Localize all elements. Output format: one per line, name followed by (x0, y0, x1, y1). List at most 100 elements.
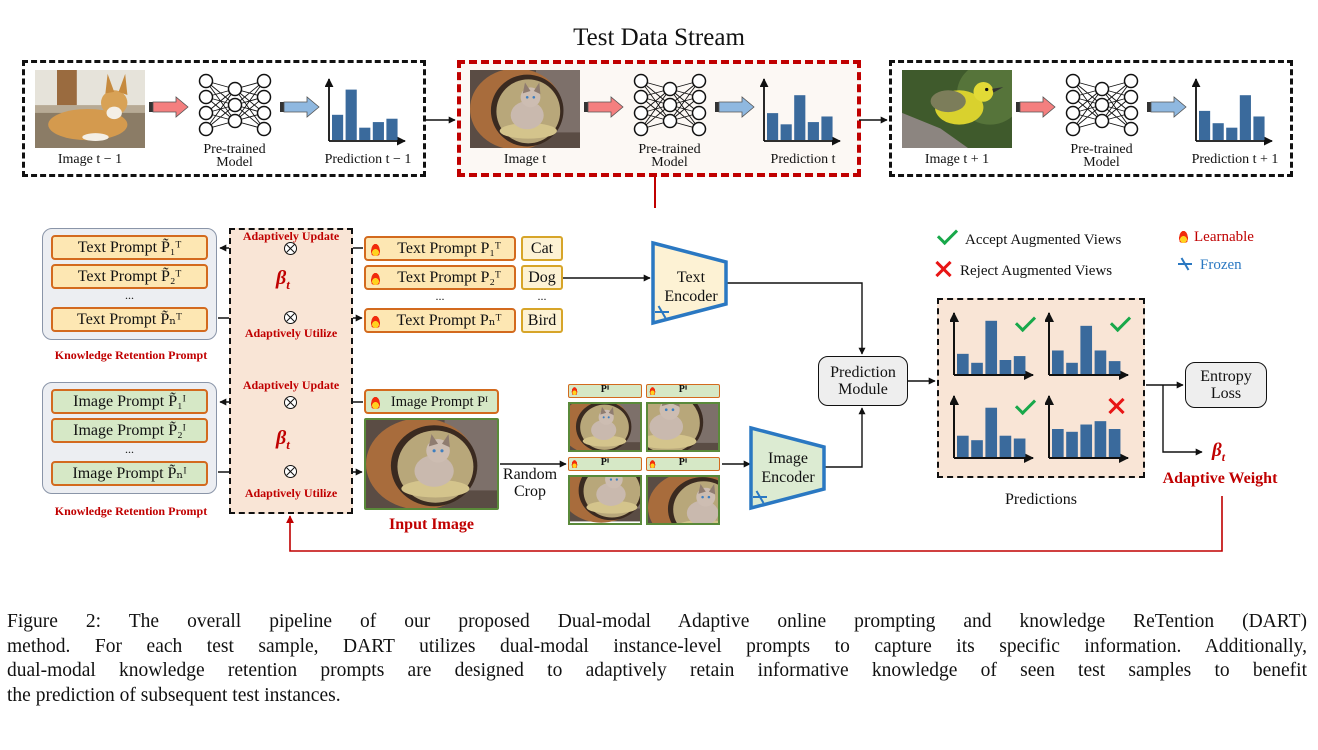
cat-photo (366, 420, 497, 508)
crop-prompt-label: Pᴵ (678, 457, 688, 468)
bar (971, 362, 983, 374)
snowflake-icon (655, 305, 669, 319)
bar (1066, 362, 1078, 374)
model-label-line2: Model (651, 155, 688, 170)
adaptive-weight-feedback (286, 496, 1223, 552)
stream-prediction-chart (760, 78, 841, 146)
legend-accept: Accept Augmented Views (934, 223, 1122, 249)
bar (821, 116, 833, 140)
text-instance-prompt-1: Text Prompt P₁ᵀ (364, 236, 516, 261)
nn-edge (640, 88, 671, 130)
nn-node (691, 105, 707, 121)
flame-icon (370, 314, 381, 328)
caption-line: dual-modal knowledge retention prompts a… (7, 660, 1307, 681)
nn-edge (1101, 80, 1132, 122)
nn-node (198, 105, 214, 121)
image-encoder-line1: Image (768, 450, 808, 467)
class-bird: Bird (521, 308, 563, 333)
nn-node (662, 97, 678, 113)
nn-node (198, 121, 214, 137)
text-instance-prompt-2-label: Text Prompt P₂ᵀ (397, 269, 501, 286)
nn-node (691, 121, 707, 137)
input-image (364, 418, 499, 510)
prediction-view-1 (950, 310, 1040, 382)
nn-node (1094, 97, 1110, 113)
nn-edge (234, 80, 265, 122)
nn-edge (669, 80, 700, 122)
cat-crop-illustration (648, 477, 718, 523)
bar (1066, 431, 1078, 457)
stream-panel-prev (22, 60, 426, 177)
beta-subscript: t (286, 437, 290, 452)
test-data-stream-title: Test Data Stream (573, 24, 745, 51)
class-cat: Cat (521, 236, 563, 261)
prediction-view-chart (1045, 395, 1129, 463)
legend-reject: Reject Augmented Views (934, 260, 1112, 280)
caption-line: the prediction of subsequent test instan… (7, 684, 341, 706)
legend-frozen-label: Frozen (1200, 257, 1242, 273)
beta-symbol: β (1212, 440, 1222, 461)
crop-prompt: Pᴵ (568, 457, 642, 471)
nn-edge (205, 88, 236, 130)
nn-node (1094, 113, 1110, 129)
nn-node (256, 73, 272, 89)
image-encoder (749, 425, 826, 511)
nn-node (1123, 105, 1139, 121)
bar (1094, 421, 1107, 457)
stream-prediction-label: Prediction t − 1 (324, 152, 412, 167)
nn-node (1094, 81, 1110, 97)
red-block-arrow (584, 96, 624, 118)
flame-icon (571, 459, 578, 468)
bar (807, 122, 819, 140)
augmented-view-image (646, 402, 720, 452)
nn-node (1065, 73, 1081, 89)
bar (1013, 356, 1026, 374)
text-instance-prompt-n-label: Text Prompt Pₙᵀ (396, 312, 502, 329)
class-ellipsis: ... (537, 289, 547, 303)
crop-prompt: Pᴵ (646, 384, 720, 398)
stream-panel-next (889, 60, 1293, 177)
cat-in-tube-illustration (366, 420, 497, 508)
nn-node (691, 73, 707, 89)
text-instance-prompt-1-label: Text Prompt P₁ᵀ (397, 240, 501, 257)
nn-node (691, 89, 707, 105)
figure-caption: Figure 2: The overall pipeline of our pr… (7, 610, 1307, 708)
cat-crop-illustration (570, 477, 640, 523)
prediction-view-2 (1045, 310, 1135, 382)
image-beta-weight: βt (276, 427, 290, 453)
text-encoder (651, 240, 728, 326)
bar (386, 118, 398, 140)
beta-symbol: β (276, 427, 287, 449)
model-label-line2: Model (1083, 155, 1120, 170)
predictions-label: Predictions (1005, 491, 1077, 508)
red-block-arrow (149, 96, 189, 118)
bar (359, 127, 371, 140)
stream-prediction-label: Prediction t (770, 152, 836, 167)
stream-image (35, 70, 145, 148)
cat-photo (570, 404, 640, 450)
beta-subscript: t (1221, 449, 1226, 464)
text-encoder-to-prediction (727, 282, 866, 355)
crop-prompt-label: Pᴵ (600, 384, 610, 395)
bar (971, 440, 983, 457)
nn-node (1123, 89, 1139, 105)
nn-node (227, 97, 243, 113)
nn-node (227, 81, 243, 97)
beta-symbol: β (276, 267, 287, 289)
augmented-view-image (568, 402, 642, 452)
bar (1253, 116, 1265, 140)
legend-accept-label: Accept Augmented Views (965, 232, 1122, 248)
pretrained-model-icon (633, 73, 707, 137)
nn-node (1123, 121, 1139, 137)
model-label-line1: Pre-trained (1070, 142, 1133, 157)
bar (957, 353, 969, 374)
text-retention-prompt-n: Text Prompt P̃ₙᵀ (51, 307, 208, 332)
bar (1226, 127, 1238, 140)
augmented-view-image (568, 475, 642, 525)
text-encoder-line1: Text (676, 269, 706, 286)
nn-node (256, 105, 272, 121)
